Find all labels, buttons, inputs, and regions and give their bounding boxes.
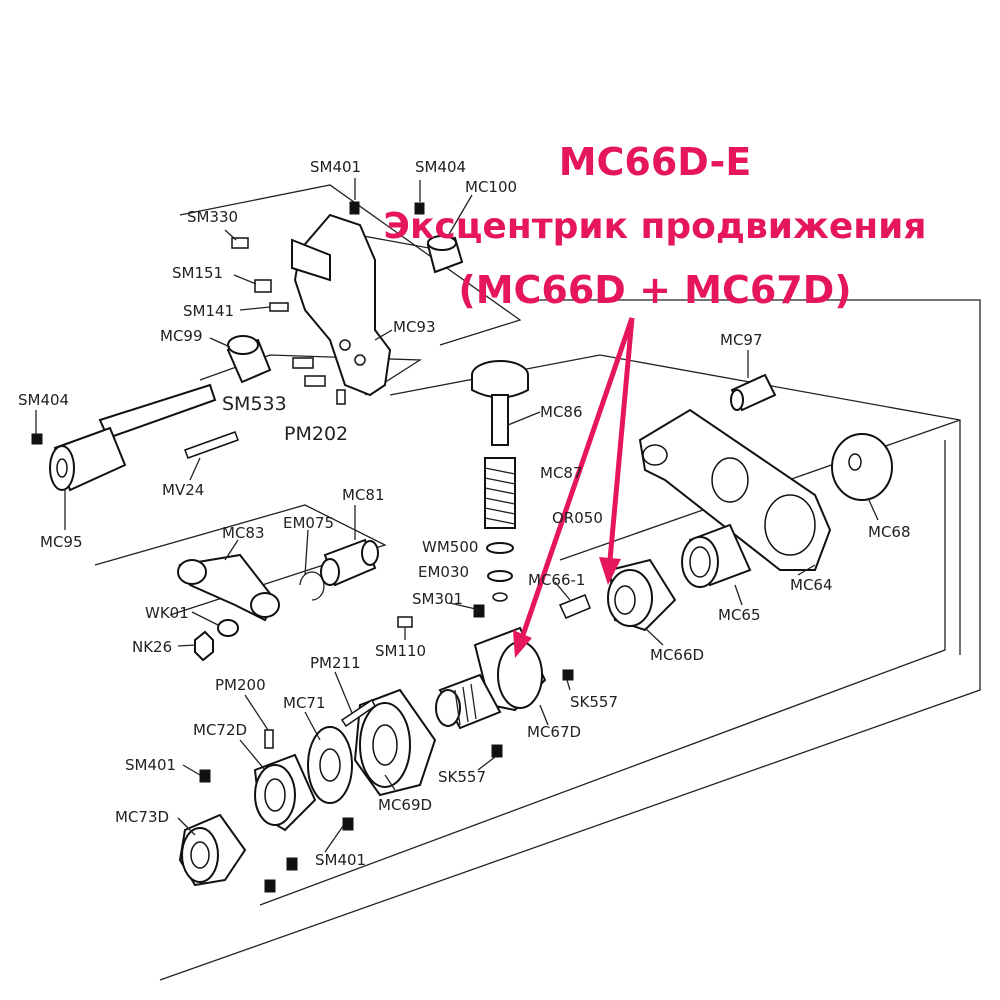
label-mc65: MC65 xyxy=(718,606,761,624)
pin-pm202 xyxy=(336,389,346,405)
label-mc93: MC93 xyxy=(393,318,436,336)
eccentric-mc67d xyxy=(435,626,547,730)
title-composition: (MC66D + MC67D) xyxy=(458,268,851,312)
set-screw-sk557-bottom xyxy=(491,744,503,758)
label-sm301: SM301 xyxy=(412,590,463,608)
label-wk01: WK01 xyxy=(145,604,189,622)
label-mc99: MC99 xyxy=(160,327,203,345)
link-arm-mc83 xyxy=(177,553,280,622)
pin-pm200 xyxy=(264,729,274,749)
label-mc68: MC68 xyxy=(868,523,911,541)
key-mv24 xyxy=(184,431,239,459)
collar-mc72d xyxy=(253,753,317,832)
label-or050: OR050 xyxy=(552,509,603,527)
feed-lever-mc93 xyxy=(291,213,392,397)
set-screw-sm301 xyxy=(473,604,485,618)
screw-sm401-top xyxy=(349,201,360,215)
label-mc66d: MC66D xyxy=(650,646,704,664)
pin-mc97 xyxy=(730,373,777,412)
label-sm330: SM330 xyxy=(187,208,238,226)
washers-or050-wm500-em030 xyxy=(486,542,514,602)
label-mc95: MC95 xyxy=(40,533,83,551)
nut-nk26 xyxy=(194,630,214,662)
set-screw-sk557-right xyxy=(562,669,574,681)
pin-pm211 xyxy=(340,698,376,728)
screws-sm533 xyxy=(292,357,326,387)
label-sm141: SM141 xyxy=(183,302,234,320)
screw-sm330 xyxy=(231,237,249,249)
title-part-number: MC66D-E xyxy=(559,140,752,184)
label-mc71: MC71 xyxy=(283,694,326,712)
label-mc81: MC81 xyxy=(342,486,385,504)
label-mc66-1: MC66-1 xyxy=(528,571,585,589)
label-sm404-left: SM404 xyxy=(18,391,69,409)
label-sk557-right: SK557 xyxy=(570,693,618,711)
label-sm533: SM533 xyxy=(222,393,287,415)
label-sm110: SM110 xyxy=(375,642,426,660)
retaining-ring-em075 xyxy=(299,571,325,601)
screw-sm404-top xyxy=(414,202,425,215)
label-mc97: MC97 xyxy=(720,331,763,349)
label-sm401-left: SM401 xyxy=(125,756,176,774)
label-sk557-bottom: SK557 xyxy=(438,768,486,786)
label-mc72d: MC72D xyxy=(193,721,247,739)
bushing-mc99 xyxy=(226,335,272,384)
shaft-mc95 xyxy=(49,383,217,492)
label-sm404-top: SM404 xyxy=(415,158,466,176)
label-mc100: MC100 xyxy=(465,178,517,196)
screw-sm401-left xyxy=(199,769,211,783)
spring-mc87 xyxy=(484,457,516,529)
label-mc69d: MC69D xyxy=(378,796,432,814)
label-nk26: NK26 xyxy=(132,638,172,656)
screw-sm141 xyxy=(269,302,289,312)
leader-lines xyxy=(35,178,879,853)
needle-bearing-mc65 xyxy=(681,523,752,588)
eccentric-mc66d xyxy=(607,558,677,632)
label-sm151: SM151 xyxy=(172,264,223,282)
washer-wk01 xyxy=(217,619,239,637)
label-mc83: MC83 xyxy=(222,524,265,542)
part-labels: SM401 SM404 MC100 SM330 SM151 SM141 MC99… xyxy=(18,158,911,869)
label-pm211: PM211 xyxy=(310,654,361,672)
frame-mc64 xyxy=(638,408,832,571)
knob-mc86 xyxy=(471,360,529,446)
label-mc86: MC86 xyxy=(540,403,583,421)
screw-sm404-left xyxy=(31,433,43,445)
label-sm401-bottom: SM401 xyxy=(315,851,366,869)
label-mc87: MC87 xyxy=(540,464,583,482)
collar-mc69d xyxy=(353,688,437,797)
screw-sm151 xyxy=(254,279,272,293)
collar-mc73d xyxy=(178,813,247,887)
label-mc73d: MC73D xyxy=(115,808,169,826)
screw-sm401-bottom xyxy=(264,817,354,893)
label-mv24: MV24 xyxy=(162,481,204,499)
label-sm401-top: SM401 xyxy=(310,158,361,176)
washer-mc68 xyxy=(831,433,893,501)
label-mc64: MC64 xyxy=(790,576,833,594)
label-mc67d: MC67D xyxy=(527,723,581,741)
highlight-arrows xyxy=(513,317,635,658)
label-pm200: PM200 xyxy=(215,676,266,694)
label-em075: EM075 xyxy=(283,514,334,532)
label-wm500: WM500 xyxy=(422,538,478,556)
label-pm202: PM202 xyxy=(284,423,348,445)
plate-mc71 xyxy=(307,726,353,804)
bushing-mc81 xyxy=(320,538,379,587)
title-description: Эксцентрик продвижения xyxy=(384,206,927,247)
label-em030: EM030 xyxy=(418,563,469,581)
pin-mc66-1 xyxy=(558,594,591,619)
bushing-mc100 xyxy=(426,235,464,274)
screw-sm110 xyxy=(397,616,413,628)
